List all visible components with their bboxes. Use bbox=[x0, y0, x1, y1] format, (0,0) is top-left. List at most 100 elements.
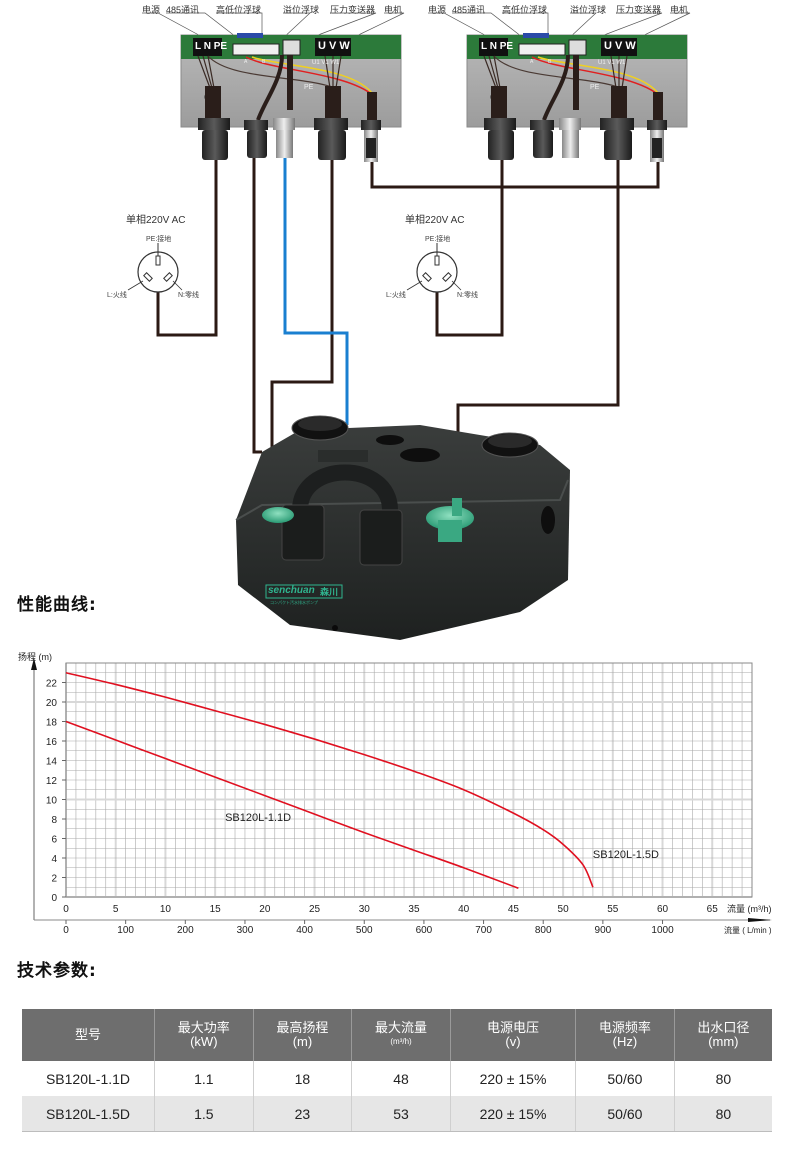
label-level-float: 高低位浮球 bbox=[502, 5, 548, 15]
spec-header-name: 最高扬程 bbox=[276, 1020, 329, 1035]
y-axis-arrow-icon bbox=[31, 658, 37, 670]
x-tick-label: 25 bbox=[309, 904, 321, 915]
pump-brand-subtext: コンパクト汚水排水ポンプ bbox=[270, 600, 318, 605]
x2-tick-label: 1000 bbox=[651, 925, 674, 936]
spec-value-cell: 48 bbox=[351, 1061, 451, 1096]
spec-section-title: 技术参数: bbox=[17, 961, 97, 981]
label-level-float: 高低位浮球 bbox=[216, 5, 262, 15]
spec-header-unit: (m) bbox=[292, 1034, 313, 1049]
spec-header-cell: 型号 bbox=[22, 1009, 155, 1061]
y-tick-label: 16 bbox=[46, 737, 58, 748]
y-tick-label: 0 bbox=[51, 893, 57, 904]
controller-box-2 bbox=[466, 33, 688, 128]
label-overflow-float: 溢位浮球 bbox=[283, 5, 320, 15]
pe-label: PE bbox=[304, 84, 314, 91]
spec-header-unit: (mm) bbox=[708, 1034, 739, 1049]
y-tick-label: 22 bbox=[46, 679, 58, 690]
y-axis-title: 扬程 (m) bbox=[18, 651, 52, 662]
spec-header-cell: 最高扬程(m) bbox=[252, 1009, 352, 1061]
y-tick-label: 8 bbox=[51, 815, 57, 826]
cable-glands-2 bbox=[484, 118, 667, 162]
series-line-sb120l-1.1d bbox=[65, 720, 519, 889]
socket-1-drawing bbox=[127, 243, 183, 293]
chart-series bbox=[65, 671, 594, 889]
x-tick-label: 50 bbox=[558, 904, 570, 915]
motor-leads-label: U1 V1 W1 bbox=[598, 60, 626, 66]
label-pressure-sensor: 压力变送器 bbox=[616, 5, 662, 15]
spec-header-name: 电源频率 bbox=[598, 1020, 651, 1035]
motor-leads-label: U1 V1 W1 bbox=[312, 60, 340, 66]
spec-header-unit: (m³/h) bbox=[390, 1037, 412, 1046]
y-tick-label: 4 bbox=[51, 854, 57, 865]
spec-header-row: 型号最大功率(kW)最高扬程(m)最大流量(m³/h)电源电压(v)电源频率(H… bbox=[22, 1009, 772, 1061]
spec-value-cell: 220 ± 15% bbox=[449, 1096, 576, 1132]
spec-header-cell: 电源电压(v) bbox=[449, 1009, 576, 1061]
y-tick-label: 10 bbox=[46, 796, 58, 807]
spec-header-unit: (v) bbox=[505, 1034, 521, 1049]
spec-value-cell: 1.5 bbox=[154, 1096, 254, 1132]
x-tick-label: 30 bbox=[359, 904, 371, 915]
spec-header-name: 出水口径 bbox=[697, 1020, 750, 1035]
pump-brand-cn: 森川 bbox=[320, 587, 339, 597]
socket-2-neutral: N:零线 bbox=[457, 292, 478, 299]
motor-terminal-label: U V W bbox=[604, 40, 636, 52]
socket-1-pe: PE:接地 bbox=[146, 236, 172, 243]
series-line-sb120l-1.5d bbox=[65, 671, 594, 888]
x2-tick-label: 300 bbox=[237, 925, 254, 936]
spec-header-unit: (Hz) bbox=[612, 1034, 638, 1049]
wiring-diagram: 电源 485通讯 高低位浮球 溢位浮球 压力变送器 电机 电源 485通讯 高低… bbox=[107, 5, 691, 640]
x-tick-label: 40 bbox=[458, 904, 470, 915]
socket-1-live: L:火线 bbox=[107, 292, 127, 299]
a-label: A bbox=[244, 59, 248, 65]
x2-tick-label: 200 bbox=[177, 925, 194, 936]
leader-lines-1 bbox=[142, 12, 405, 41]
label-power: 电源 bbox=[428, 5, 447, 15]
x-tick-label: 60 bbox=[657, 904, 669, 915]
motor-terminal-label: U V W bbox=[318, 40, 350, 52]
spec-header-name: 型号 bbox=[74, 1027, 101, 1042]
y-tick-label: 2 bbox=[51, 874, 57, 885]
spec-value-cell: 1.1 bbox=[154, 1061, 254, 1096]
b-label: B bbox=[548, 59, 552, 65]
a-label: A bbox=[530, 59, 534, 65]
socket-1-neutral: N:零线 bbox=[178, 292, 199, 299]
label-485: 485通讯 bbox=[452, 5, 486, 15]
y-tick-label: 14 bbox=[46, 757, 58, 768]
spec-header-name: 最大流量 bbox=[375, 1020, 428, 1035]
x2-tick-label: 100 bbox=[117, 925, 134, 936]
label-pressure-sensor: 压力变送器 bbox=[330, 5, 376, 15]
x2-axis-arrow-icon bbox=[748, 918, 772, 922]
controller-box-1 bbox=[180, 33, 402, 128]
spec-value-cell: 18 bbox=[252, 1061, 352, 1096]
socket-2-title: 单相220V AC bbox=[405, 215, 465, 226]
spec-value-cell: 50/60 bbox=[575, 1096, 675, 1132]
x-tick-label: 20 bbox=[259, 904, 271, 915]
x-tick-label: 10 bbox=[160, 904, 172, 915]
socket-2-drawing bbox=[406, 243, 462, 293]
power-terminal-label: L N PE bbox=[195, 41, 228, 52]
x2-axis-title: 流量 ( L/min ) bbox=[724, 925, 772, 935]
wiring-drawing bbox=[127, 12, 691, 640]
label-485: 485通讯 bbox=[166, 5, 200, 15]
power-terminal-label: L N PE bbox=[481, 41, 514, 52]
socket-2-pe: PE:接地 bbox=[425, 236, 451, 243]
x-tick-label: 35 bbox=[408, 904, 420, 915]
x-axis-title: 流量 (m³/h) bbox=[727, 903, 772, 914]
signal-cable-blue bbox=[283, 158, 349, 425]
pump-station-drawing bbox=[235, 415, 570, 640]
x-tick-label: 15 bbox=[210, 904, 222, 915]
socket-2-live: L:火线 bbox=[386, 292, 406, 299]
x2-tick-label: 500 bbox=[356, 925, 373, 936]
label-motor: 电机 bbox=[670, 5, 689, 15]
spec-header-cell: 出水口径(mm) bbox=[673, 1009, 772, 1061]
spec-value-cell: 50/60 bbox=[575, 1061, 675, 1096]
x2-tick-label: 700 bbox=[475, 925, 492, 936]
pe-label: PE bbox=[590, 84, 600, 91]
x-tick-label: 45 bbox=[508, 904, 520, 915]
spec-model-cell: SB120L-1.5D bbox=[22, 1096, 155, 1132]
y-tick-label: 20 bbox=[46, 698, 58, 709]
leader-lines-2 bbox=[428, 12, 691, 41]
x-tick-label: 0 bbox=[63, 904, 69, 915]
